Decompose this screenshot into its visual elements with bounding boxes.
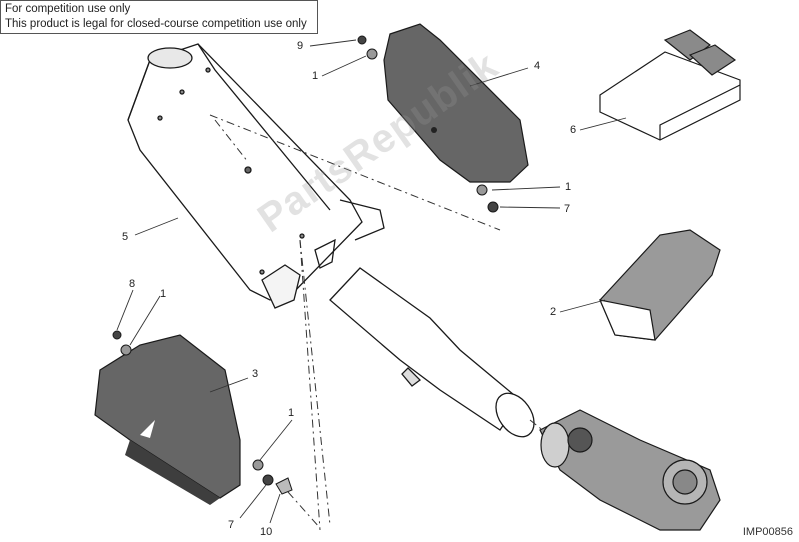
heat-shield-part-4 bbox=[383, 23, 529, 183]
callout-1: 1 bbox=[565, 181, 572, 193]
notice-line-2: This product is legal for closed-course … bbox=[5, 18, 307, 30]
callout-1: 1 bbox=[160, 288, 167, 300]
link-pipe bbox=[329, 267, 535, 438]
exhaust-header bbox=[539, 409, 721, 531]
leader-lines bbox=[116, 39, 627, 524]
heat-shield-part-3 bbox=[94, 334, 241, 505]
competition-notice: For competition use only This product is… bbox=[0, 0, 318, 34]
sleeve-part-2 bbox=[598, 229, 721, 341]
silencer-part-5 bbox=[127, 43, 385, 309]
callout-7: 7 bbox=[228, 519, 235, 531]
callout-3: 3 bbox=[252, 368, 259, 380]
notice-line-1: For competition use only bbox=[5, 3, 131, 15]
callout-7: 7 bbox=[564, 203, 571, 215]
callout-5: 5 bbox=[122, 231, 129, 243]
callout-6: 6 bbox=[570, 124, 577, 136]
callout-4: 4 bbox=[534, 60, 541, 72]
module-part-6 bbox=[599, 29, 741, 141]
assembly-guide-lines bbox=[209, 114, 546, 531]
callout-2: 2 bbox=[550, 306, 557, 318]
diagram-code: IMP00856 bbox=[742, 526, 793, 538]
callout-10: 10 bbox=[260, 526, 273, 538]
callout-8: 8 bbox=[129, 278, 136, 290]
callout-1: 1 bbox=[312, 70, 319, 82]
fasteners bbox=[112, 35, 499, 495]
callout-9: 9 bbox=[297, 40, 304, 52]
callout-1: 1 bbox=[288, 407, 295, 419]
